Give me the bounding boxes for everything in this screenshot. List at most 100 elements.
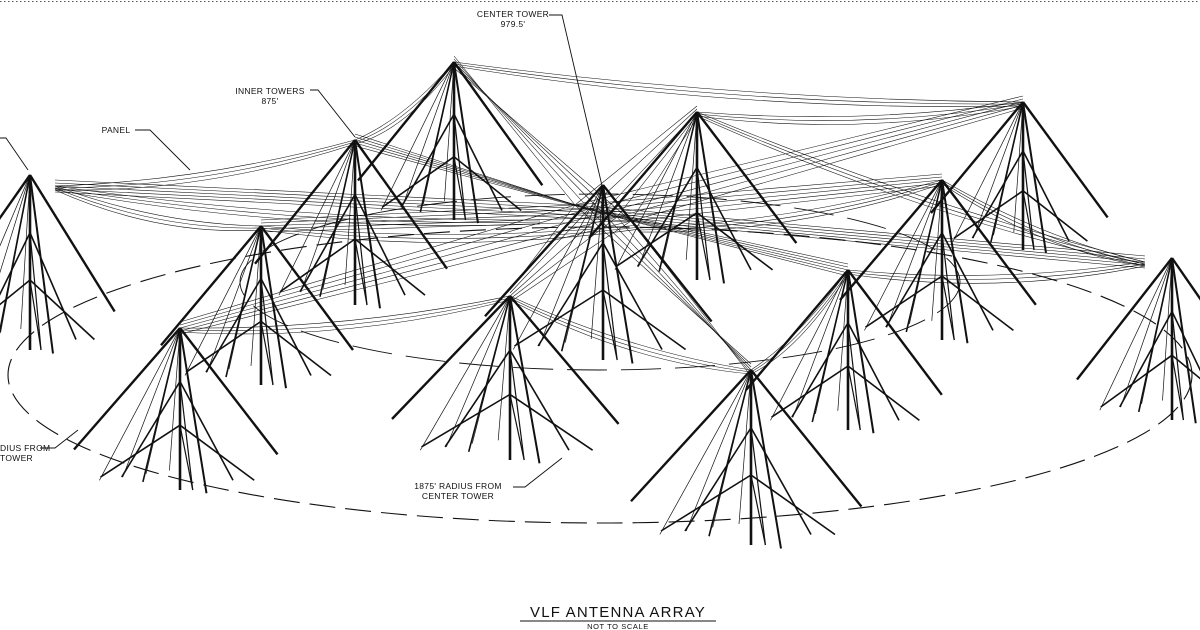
outer-tower-s: [630, 369, 863, 549]
tower-guy-wire: [602, 289, 618, 361]
panel-wire: [602, 212, 1146, 263]
tower-guy-wire: [514, 289, 604, 347]
tower-guy-leg: [750, 369, 863, 508]
tower-thin-wire: [952, 101, 1024, 242]
panel-wire: [354, 65, 455, 145]
tower-guy-leg: [696, 111, 798, 244]
inner-tower-nw: [357, 61, 544, 224]
tower-thin-wire: [278, 139, 356, 296]
panel-wire: [630, 117, 698, 222]
panel-wire: [54, 179, 576, 206]
tower-thin-wire: [145, 327, 181, 474]
tower-thin-wire: [420, 295, 511, 451]
panel-wire: [179, 204, 576, 323]
panel-wire: [602, 179, 943, 214]
tower-guy-wire: [953, 190, 1024, 239]
panel-wire: [639, 181, 943, 231]
panel-wire: [696, 115, 1146, 267]
tower-guy-wire: [941, 232, 994, 331]
panel-wire: [453, 55, 576, 206]
panel-wire: [354, 145, 632, 222]
tower-guy-wire: [453, 156, 522, 212]
tower-guy-leg: [588, 111, 698, 239]
tower-guy-wire: [354, 238, 368, 306]
tower-guy-wire: [696, 212, 774, 271]
tower-guy-wire: [179, 425, 194, 491]
inner-tower-w: [254, 139, 448, 309]
tower-thin-wire: [445, 295, 511, 448]
panel-wire: [179, 299, 511, 335]
tower-guy-leg: [1022, 101, 1109, 219]
tower-guy-wire: [602, 242, 618, 361]
tower-guy-leg: [602, 184, 713, 323]
panel-wire: [750, 269, 849, 371]
tower-guy-leg: [630, 369, 752, 503]
tower-guy-wire: [1100, 354, 1173, 408]
panel-label: PANEL: [102, 125, 131, 135]
tower-guy-leg: [254, 139, 356, 265]
tower-thin-wire: [993, 101, 1024, 236]
tower-guy-leg: [509, 295, 541, 464]
tower-guy-leg: [1076, 257, 1173, 381]
center-tower-height-label: 979.5': [501, 19, 526, 29]
tower-guy-wire: [615, 212, 698, 268]
tower-thin-wire: [1120, 257, 1173, 408]
tower-thin-wire: [300, 139, 356, 292]
panel-wire: [588, 208, 752, 368]
tower-guy-wire: [354, 194, 368, 306]
tower-thin-wire: [564, 184, 604, 343]
panel-wire: [616, 216, 1146, 266]
panel-wire: [54, 187, 262, 229]
tower-thin-wire: [685, 369, 752, 532]
tower-thin-wire: [444, 61, 455, 202]
outer-tower-sw: [73, 327, 279, 494]
panel-wire: [179, 212, 604, 329]
tower-structures: [0, 61, 1200, 549]
tower-guy-wire: [750, 427, 812, 535]
tower-guy-wire: [29, 279, 42, 351]
tower-guy-wire: [299, 194, 356, 293]
tower-guy-wire: [847, 322, 861, 431]
tower-guy-wire: [602, 242, 663, 350]
tower-thin-wire: [614, 111, 698, 271]
panel-wire: [588, 208, 849, 268]
tower-thin-wire: [590, 184, 604, 340]
inner-tower-n: [588, 111, 798, 284]
panel-wire: [616, 216, 849, 274]
tower-guy-wire: [971, 150, 1024, 239]
tower-guy-wire: [1022, 190, 1088, 242]
panel-wire: [602, 212, 849, 271]
tower-thin-wire: [738, 369, 752, 525]
tower-guy-wire: [660, 474, 752, 532]
panel-wire: [260, 228, 641, 243]
tower-guy-wire: [885, 232, 943, 328]
tower-guy-wire: [179, 381, 194, 491]
inner-tower-se: [745, 269, 943, 434]
panel-wire: [847, 265, 1146, 284]
panel-wire: [453, 67, 632, 222]
panel-wire: [588, 108, 698, 210]
panel-wire: [696, 111, 1146, 263]
radius-label-left: DIUS FROM: [0, 443, 50, 453]
tower-guy-leg: [260, 225, 287, 389]
tower-guy-wire: [847, 365, 861, 431]
outer-tower-w: [0, 174, 116, 354]
tower-thin-wire: [513, 184, 604, 350]
tower-thin-wire: [792, 269, 849, 418]
tower-thin-wire: [909, 179, 943, 325]
panel-wire: [260, 204, 576, 221]
tower-thin-wire: [169, 327, 181, 471]
tower-guy-wire: [354, 194, 406, 296]
panel-wire: [588, 176, 943, 210]
tower-guy-wire: [185, 320, 262, 373]
tower-guy-leg: [1022, 101, 1047, 254]
inner-towers-height-label: 875': [261, 96, 278, 106]
tower-guy-wire: [121, 381, 181, 478]
tower-guy-leg: [179, 327, 279, 456]
tower-thin-wire: [0, 174, 31, 274]
tower-guy-leg: [745, 269, 849, 391]
panel-wire: [696, 103, 1024, 121]
radius-label-right: 1875' RADIUS FROM: [414, 481, 502, 491]
tower-guy-wire: [1022, 150, 1035, 251]
tower-guy-wire: [1171, 311, 1200, 372]
